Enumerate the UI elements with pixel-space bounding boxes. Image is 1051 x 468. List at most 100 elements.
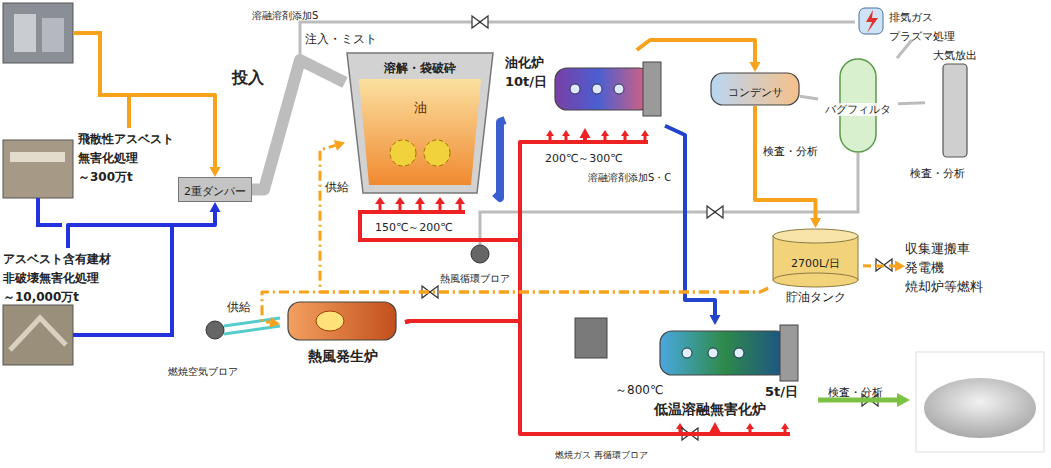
node-text: 排気ガス プラズマ処理	[889, 11, 955, 43]
photo	[3, 3, 607, 365]
annotation-label: 燃焼ガス 再循環ブロア	[555, 450, 648, 460]
plasma-icon	[859, 8, 883, 34]
annotation-label: 150℃～200℃	[375, 221, 453, 234]
text-block: ～10,000万t	[3, 286, 133, 305]
oil-fill	[359, 79, 481, 185]
label-wrap: 熱風循環ブロア	[440, 267, 510, 286]
arrow-head	[269, 317, 280, 328]
node-text: 飛散性アスベスト 無害化処理	[78, 132, 174, 165]
photo-frame	[575, 318, 607, 358]
text-block: ～300万t	[78, 166, 180, 185]
annotation-label: 200℃～300℃	[545, 152, 623, 165]
node-text: 貯油タンク	[786, 290, 846, 304]
node-text: アスベスト含有建材 非破壊無害化処理	[3, 252, 111, 285]
edge-label-wrap: 検査・分析	[762, 140, 819, 159]
pipe-connector	[665, 126, 715, 315]
pipe-connector	[755, 106, 816, 218]
source-text: アスベスト含有建材 非破壊無害化処理 ～10,000万t	[3, 248, 133, 305]
heating-line	[715, 432, 790, 436]
melting-furnace: ～800℃5t/日低温溶融無害化炉	[615, 325, 815, 422]
flame	[316, 311, 344, 331]
label-wrap: 検査・分析	[828, 381, 883, 400]
port	[708, 348, 718, 358]
photo-detail	[10, 152, 65, 162]
pipe-connector	[863, 264, 895, 267]
node-text: バグフィルタ	[823, 103, 893, 116]
port	[614, 84, 624, 94]
oil-furnace: 油化炉 10t/日	[505, 50, 665, 128]
node-text: 2700L/日	[791, 257, 840, 270]
plasma-spark	[866, 10, 878, 33]
node-text: ～10,000万t	[3, 290, 79, 304]
text-block: バグフィルタ	[818, 98, 898, 117]
edge-label-wrap: 供給	[324, 176, 350, 195]
photo-frame	[3, 305, 73, 365]
condenser: コンデンサ	[710, 72, 800, 106]
oil-tank: 2700L/日貯油タンク	[768, 228, 863, 303]
hot-air-generator: 熱風発生炉	[280, 300, 405, 368]
damper-box: 2重ダンパー	[178, 177, 252, 202]
node-text: 大気放出	[933, 49, 977, 62]
node-text: コンデンサ	[728, 86, 783, 99]
text-block: 5t/日	[765, 381, 815, 400]
text-block: 溶解・袋破砕	[345, 57, 495, 76]
text-block: 収集運搬車 発電機 焼却炉等燃料	[905, 238, 983, 295]
destination-text: 収集運搬車 発電機 焼却炉等燃料	[905, 238, 983, 295]
text-block: 排気ガス プラズマ処理	[889, 6, 963, 44]
valve	[422, 16, 892, 440]
label-wrap: 150℃～200℃	[375, 216, 453, 235]
arrow-head	[210, 167, 221, 177]
arrow-head	[334, 140, 345, 151]
label-wrap: 投入	[232, 68, 264, 87]
arrow-head	[897, 393, 910, 407]
stack: 大気放出	[925, 44, 985, 159]
annotation-label: 溶融溶剤添加S・C	[588, 172, 671, 183]
text-block: 飛散性アスベスト 無害化処理	[78, 128, 180, 166]
vessel-body	[555, 68, 651, 110]
powder-pile	[924, 378, 1036, 438]
arrow-head	[210, 202, 221, 212]
feed-line	[38, 198, 62, 225]
photo-detail	[14, 14, 36, 52]
label-wrap: 溶融溶剤添加S・C	[588, 166, 671, 185]
annotation-label: 熱風循環ブロア	[440, 273, 510, 284]
label-wrap: 燃焼空気ブロア	[168, 360, 238, 379]
heat-arrow	[375, 197, 465, 204]
node-text: 2重ダンパー	[184, 185, 246, 198]
edge-label-wrap: 供給	[226, 296, 252, 315]
vessel-body	[660, 331, 788, 375]
annotation-label: 検査・分析	[910, 167, 965, 180]
valve-symbol	[472, 16, 488, 28]
stack-body	[943, 64, 967, 157]
tank-top	[773, 229, 858, 243]
arrow-head	[710, 315, 721, 325]
node-text: ～300万t	[78, 170, 133, 184]
node-text: 溶解・袋破砕	[384, 61, 456, 75]
node-text: 熱風発生炉	[308, 348, 378, 364]
vessel-body	[288, 302, 396, 340]
text-block: コンデンサ	[710, 81, 800, 100]
text-block: 油化炉 10t/日	[505, 52, 553, 90]
heat-arrow	[380, 203, 460, 212]
node-text: 油化炉 10t/日	[505, 55, 547, 89]
heating-line	[360, 212, 520, 240]
edge-label: 供給	[226, 300, 252, 314]
annotation-label: 検査・分析	[828, 386, 883, 399]
annotation-label: 注入・ミスト	[305, 32, 377, 46]
arrow-head	[750, 62, 761, 72]
node-text: 低温溶融無害化炉	[654, 401, 766, 417]
vessel-end	[643, 62, 661, 116]
text-block: 大気放出	[925, 44, 985, 63]
plasma-unit: 排気ガス プラズマ処理	[855, 2, 1000, 40]
heat-arrow	[546, 130, 649, 136]
arrow-head	[895, 261, 905, 272]
source-text: 飛散性アスベスト 無害化処理 ～300万t	[78, 128, 180, 185]
pipe-connector	[495, 120, 505, 198]
photo-detail	[42, 18, 64, 52]
product-photo	[916, 352, 1044, 452]
photo-frame	[3, 3, 73, 63]
node-text: 油	[414, 100, 427, 115]
label-wrap: 200℃～300℃	[545, 147, 623, 166]
